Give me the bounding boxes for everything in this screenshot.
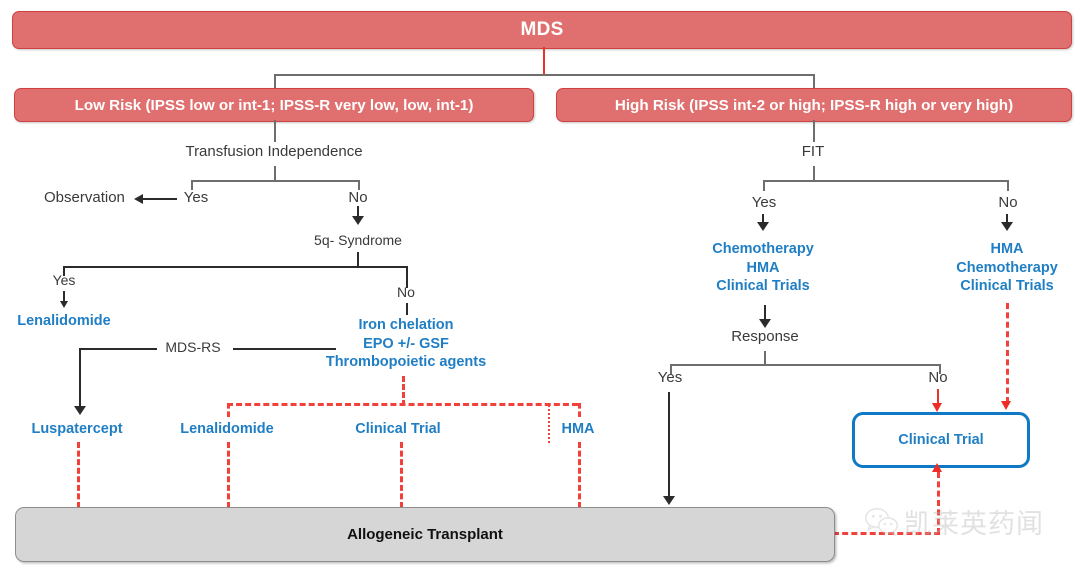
- watermark: 凯莱英药闻: [865, 502, 1044, 541]
- option-lenalidomide-label: Lenalidomide: [180, 421, 274, 437]
- option-hma-label: HMA: [561, 421, 595, 437]
- mds-rs-label: MDS-RS: [165, 339, 221, 355]
- connector-mdsrs-right: [233, 348, 336, 351]
- connector-fit-left-drop: [763, 180, 765, 191]
- connector-lenalidomide-to-transplant: [227, 442, 230, 508]
- connector-luspatercept-arrowhead-icon: [74, 406, 86, 415]
- connector-fit-yes-stem: [762, 214, 765, 224]
- connector-5q-split-stem: [357, 252, 360, 266]
- option-clinical-trial-label: Clinical Trial: [355, 421, 441, 437]
- allogeneic-transplant-label: Allogeneic Transplant: [347, 526, 503, 543]
- connector-fit-stem: [813, 166, 815, 180]
- connector-lenalidomide-arrowhead-icon: [60, 301, 68, 308]
- connector-response-no-arrowhead-icon: [932, 403, 942, 412]
- ti-no-label: No: [348, 189, 368, 206]
- connector-ti-split: [191, 180, 359, 182]
- connector-response-arrowhead-icon: [759, 319, 771, 328]
- response-label: Response: [731, 328, 799, 345]
- high-risk-label: High Risk (IPSS int-2 or high; IPSS-R hi…: [614, 96, 1014, 114]
- connector-low-risk-stem: [274, 120, 276, 142]
- low-risk-label: Low Risk (IPSS low or int-1; IPSS-R very…: [74, 96, 474, 114]
- connector-transplant-to-ct-vertical: [937, 472, 940, 534]
- supportive-care-group: Iron chelation EPO +/- GSF Thrombopoieti…: [326, 316, 486, 372]
- response-no-label: No: [928, 369, 948, 386]
- connector-5q-stem: [357, 206, 360, 218]
- unfit-therapy-line-3: Clinical Trials: [960, 278, 1054, 295]
- connector-5q-left-drop: [63, 266, 66, 276]
- fiveq-no-label: No: [397, 284, 415, 300]
- allogeneic-transplant-box: Allogeneic Transplant: [15, 507, 835, 562]
- fit-therapy-line-1: Chemotherapy: [712, 241, 814, 257]
- connector-mds-stem: [543, 47, 545, 74]
- connector-mdsrs-down: [79, 348, 82, 408]
- connector-fit-yes-arrowhead-icon: [757, 222, 769, 231]
- connector-fit-no-stem: [1006, 214, 1009, 224]
- low-risk-box: Low Risk (IPSS low or int-1; IPSS-R very…: [14, 88, 534, 122]
- connector-risk-split-horizontal: [274, 74, 814, 76]
- connector-5q-arrowhead-icon: [352, 216, 364, 225]
- connector-response-yes-arrowhead-icon: [663, 496, 675, 505]
- unfit-therapy-group: HMA Chemotherapy Clinical Trials: [956, 240, 1058, 296]
- iron-chelation-label: Iron chelation: [358, 317, 454, 333]
- fit-therapy-group: Chemotherapy HMA Clinical Trials: [712, 240, 814, 296]
- connector-risk-right-drop: [813, 74, 815, 89]
- connector-transplant-to-ct-arrowhead-icon: [932, 463, 942, 472]
- high-risk-box: High Risk (IPSS int-2 or high; IPSS-R hi…: [556, 88, 1072, 122]
- connector-hma-to-transplant: [578, 442, 581, 508]
- connector-fit-split: [763, 180, 1008, 182]
- connector-clinicaltrial-to-transplant: [400, 442, 403, 508]
- watermark-text: 凯莱英药闻: [904, 509, 1044, 539]
- connector-red-bracket-right-drop: [578, 403, 581, 417]
- connector-red-hma-dotted: [548, 405, 550, 443]
- response-yes-label: Yes: [657, 369, 683, 386]
- fit-therapy-line-3: Clinical Trials: [716, 278, 810, 295]
- connector-5q-split: [63, 266, 408, 269]
- connector-red-bracket-left-drop: [227, 403, 230, 417]
- five-q-syndrome-label: 5q- Syndrome: [314, 232, 402, 248]
- connector-fit-no-arrowhead-icon: [1001, 222, 1013, 231]
- connector-response-stem: [764, 305, 767, 321]
- connector-5q-right-drop: [406, 266, 409, 288]
- fit-yes-label: Yes: [751, 194, 777, 211]
- lenalidomide-top-label: Lenalidomide: [17, 313, 111, 329]
- connector-unfit-to-ct: [1006, 303, 1009, 403]
- connector-ti-right-drop: [358, 180, 360, 190]
- mds-header-box: MDS: [12, 11, 1072, 49]
- observation-label: Observation: [44, 189, 125, 206]
- connector-response-no-to-ct: [937, 389, 939, 405]
- thrombopoietic-agents-label: Thrombopoietic agents: [325, 354, 487, 371]
- fit-therapy-line-2: HMA: [746, 259, 780, 276]
- fit-label: FIT: [801, 143, 825, 160]
- connector-observation-arrow-line: [143, 198, 177, 201]
- connector-fit-right-drop: [1007, 180, 1009, 191]
- transfusion-independence-label: Transfusion Independence: [185, 143, 363, 160]
- connector-risk-left-drop: [274, 74, 276, 89]
- mds-header-label: MDS: [520, 19, 564, 40]
- clinical-trial-box-label: Clinical Trial: [898, 432, 984, 448]
- option-luspatercept-label: Luspatercept: [31, 421, 123, 437]
- fit-no-label: No: [998, 194, 1018, 211]
- connector-response-left-drop: [670, 364, 672, 374]
- connector-high-risk-stem: [813, 120, 815, 142]
- connector-response-yes-to-transplant: [668, 392, 671, 498]
- connector-response-right-drop: [939, 364, 941, 374]
- connector-supportive-stem: [406, 303, 409, 315]
- connector-mdsrs-left: [80, 348, 157, 351]
- clinical-trial-box: Clinical Trial: [852, 412, 1030, 468]
- ti-yes-label: Yes: [183, 189, 209, 206]
- connector-response-split-stem: [764, 351, 766, 364]
- unfit-therapy-line-1: HMA: [990, 241, 1024, 257]
- connector-unfit-arrowhead-icon: [1001, 401, 1011, 410]
- epo-gsf-label: EPO +/- GSF: [363, 335, 449, 352]
- connector-transplant-to-ct-horizontal: [833, 532, 940, 535]
- connector-response-split: [670, 364, 940, 366]
- connector-lenalidomide-stem: [63, 291, 66, 303]
- connector-red-supportive-to-bracket: [402, 376, 405, 406]
- fiveq-yes-label: Yes: [52, 272, 76, 288]
- connector-luspatercept-to-transplant: [77, 442, 80, 508]
- connector-ti-left-drop: [191, 180, 193, 190]
- connector-ti-stem: [274, 166, 276, 180]
- observation-arrowhead-icon: [134, 194, 143, 204]
- unfit-therapy-line-2: Chemotherapy: [956, 259, 1058, 276]
